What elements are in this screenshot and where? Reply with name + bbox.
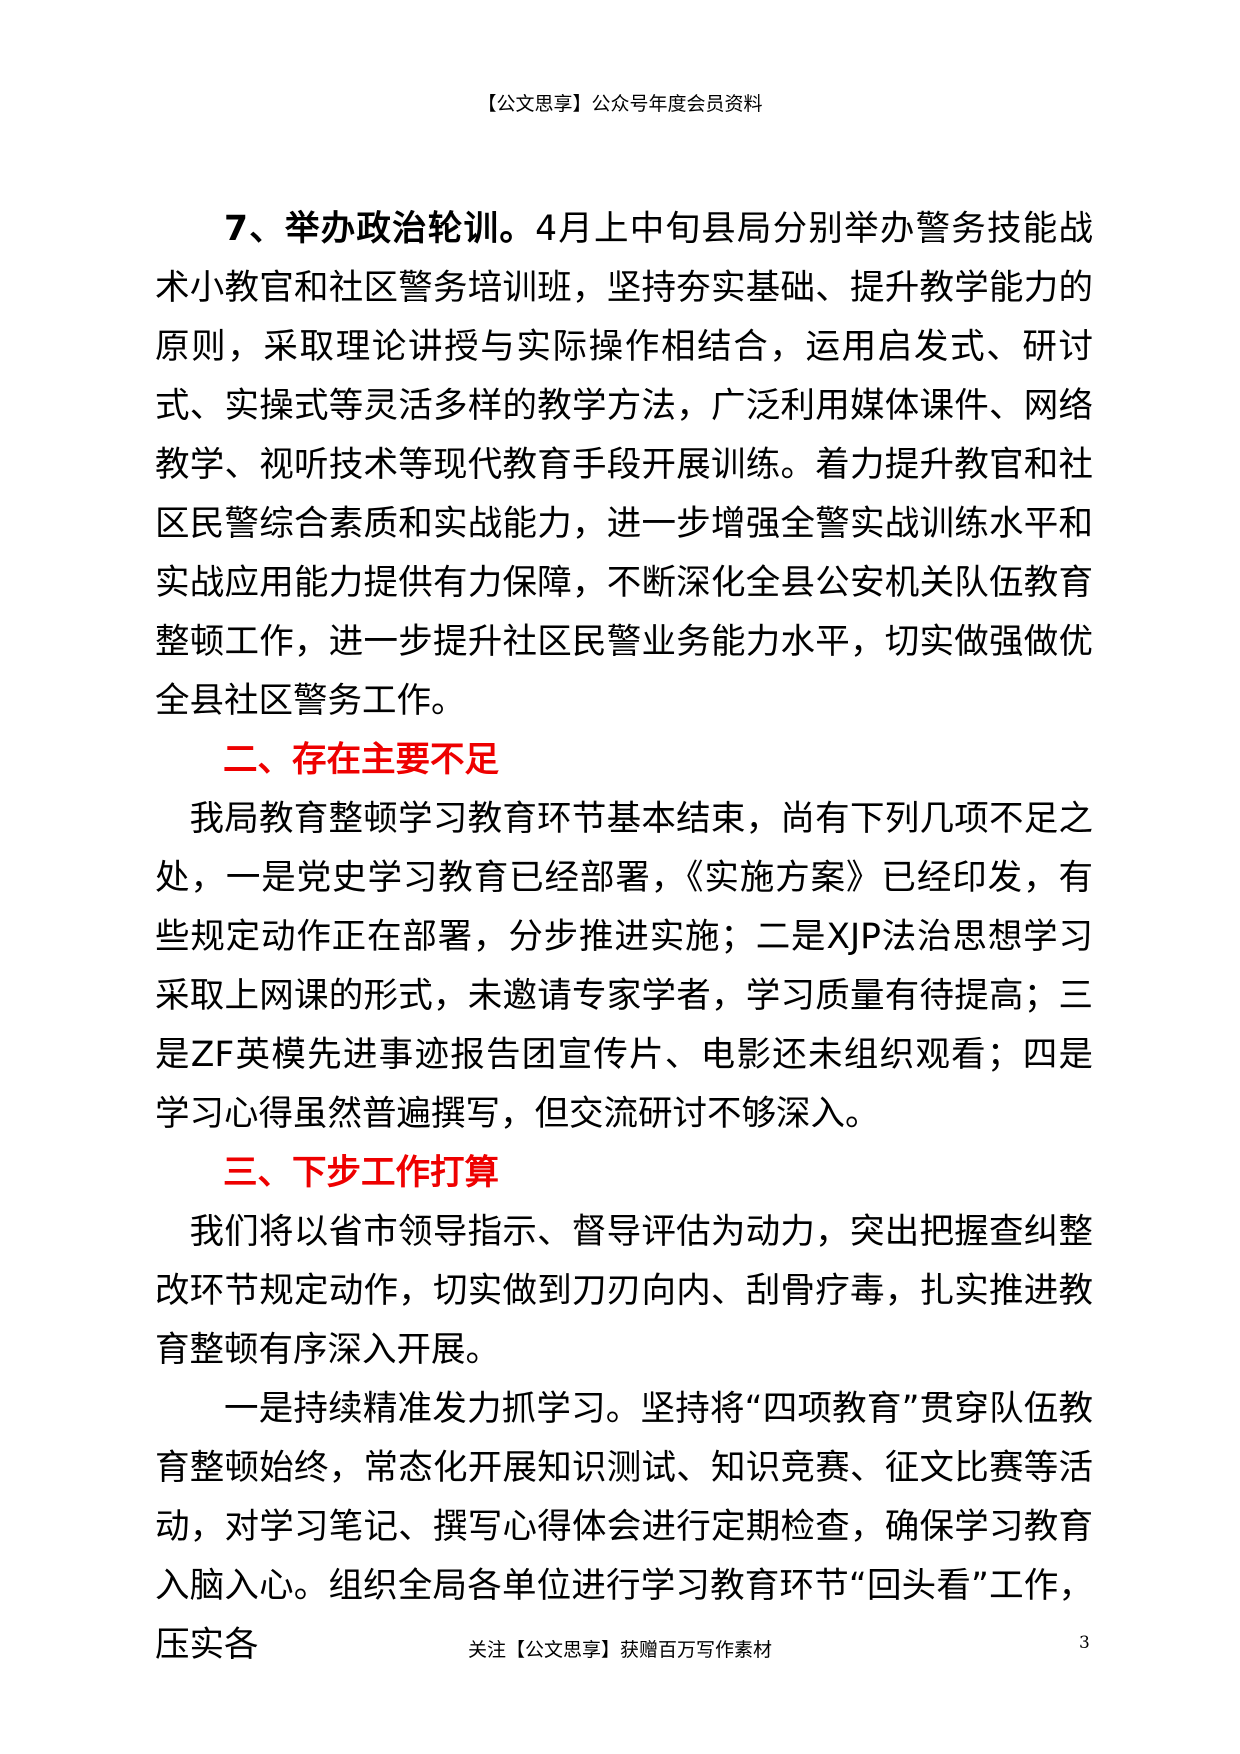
document-body: 7、举办政治轮训。4月上中旬县局分别举办警务技能战术小教官和社区警务培训班，坚持… [155,200,1093,1675]
paragraph-next-steps-intro: 我们将以省市领导指示、督导评估为动力，突出把握查纠整改环节规定动作，切实做到刀刃… [155,1212,1093,1370]
page-footer: 关注【公文思享】获赠百万写作素材 [467,1639,772,1661]
section-heading-next-steps: 三、下步工作打算 [223,1153,499,1193]
paragraph-political-training: 7、举办政治轮训。4月上中旬县局分别举办警务技能战术小教官和社区警务培训班，坚持… [155,200,1093,731]
section-heading-shortcomings: 二、存在主要不足 [223,740,499,780]
paragraph-lead-title: 7、举办政治轮训。 [224,209,536,249]
paragraph-shortcomings: 我局教育整顿学习教育环节基本结束，尚有下列几项不足之处，一是党史学习教育已经部署… [155,799,1093,1134]
page-number: 3 [1079,1633,1090,1653]
paragraph-body-text: 4月上中旬县局分别举办警务技能战术小教官和社区警务培训班，坚持夯实基础、提升教学… [155,209,1093,721]
paragraph-study-focus: 一是持续精准发力抓学习。坚持将“四项教育”贯穿队伍教育整顿始终，常态化开展知识测… [155,1389,1093,1665]
page-header: 【公文思享】公众号年度会员资料 [477,93,763,115]
